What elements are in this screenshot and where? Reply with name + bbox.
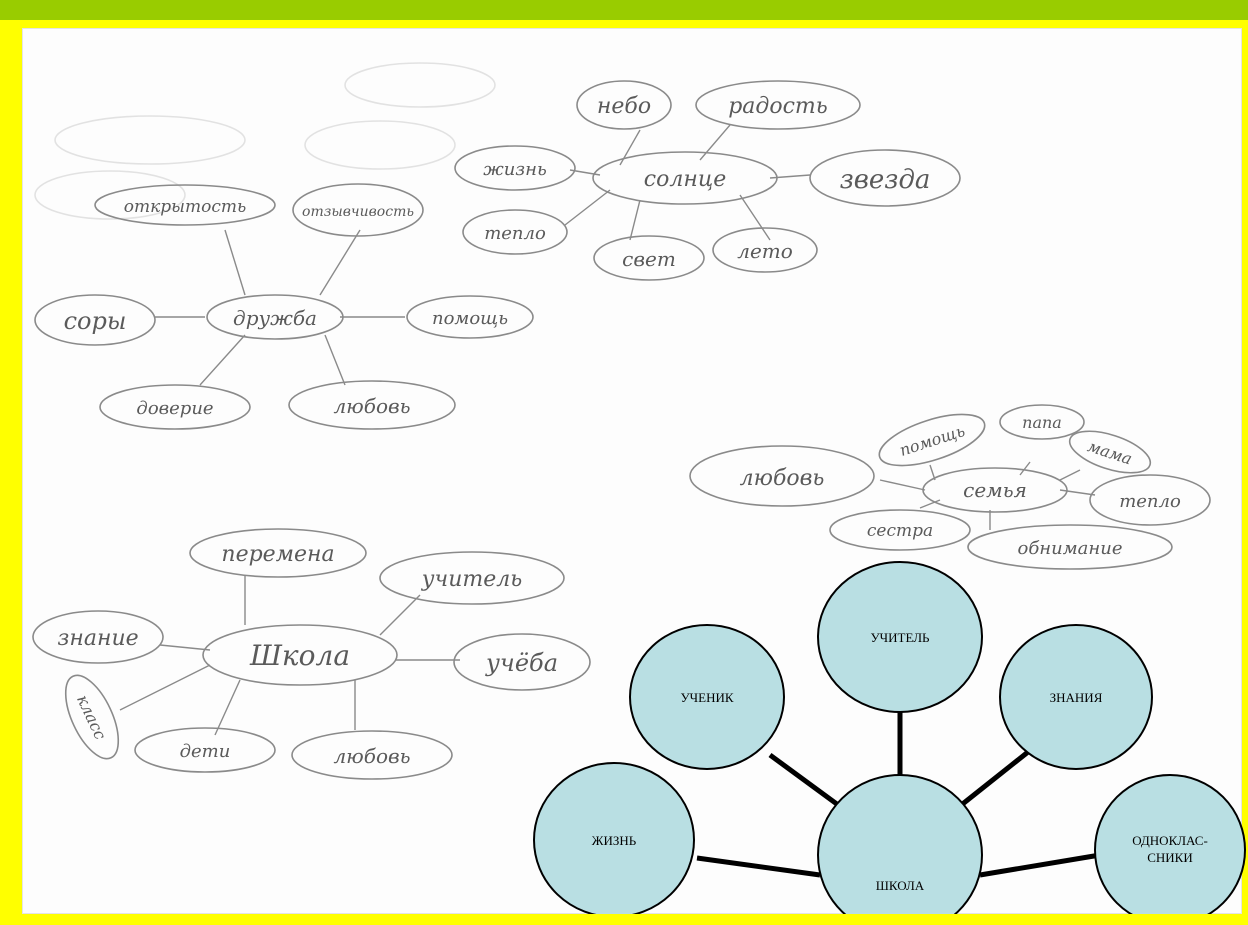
- sketch-word: сестра: [867, 521, 933, 541]
- diagram-center-label: ШКОЛА: [876, 878, 925, 893]
- sketch-word: тепло: [1119, 491, 1181, 512]
- diagram-spoke: [953, 750, 1030, 812]
- diagram-node-label: ЖИЗНЬ: [592, 833, 637, 848]
- sketch-center-label: семья: [963, 478, 1027, 502]
- sketch-word: знание: [57, 626, 138, 651]
- sketch-word: небо: [597, 94, 651, 119]
- sketch-word: открытость: [124, 197, 247, 217]
- sketch-word: обнимание: [1017, 538, 1122, 559]
- sketch-center-label: солнце: [644, 167, 726, 192]
- sketch-word: звезда: [840, 165, 931, 195]
- sketch-word: учёба: [485, 649, 558, 677]
- sketch-word: жизнь: [483, 159, 547, 180]
- diagram-node-label: УЧИТЕЛЬ: [870, 630, 930, 645]
- diagram-node-label: ОДНОКЛАС-: [1132, 833, 1208, 848]
- sketch-word: учитель: [421, 567, 522, 592]
- diagram-node-label: УЧЕНИК: [680, 690, 733, 705]
- sketch-word: любовь: [333, 394, 410, 418]
- diagram-spoke: [979, 852, 1101, 878]
- top-bar: [0, 0, 1248, 20]
- sketch-map-friendship: дружба открытость отзывчивость помощь лю…: [34, 183, 534, 430]
- sketch-word: любовь: [740, 466, 825, 491]
- sketch-word: перемена: [221, 542, 334, 567]
- sketch-word: папа: [1022, 413, 1062, 432]
- diagram-spoke: [696, 855, 821, 878]
- sketch-word: отзывчивость: [302, 204, 414, 220]
- sketch-map-family: семья помощь папа мама тепло обнимание с…: [689, 404, 1211, 570]
- diagram-node-label: СНИКИ: [1147, 850, 1193, 865]
- diagram-node-knowledge: [999, 624, 1153, 770]
- frame-bottom: [0, 914, 1248, 925]
- diagram-node-label: ЗНАНИЯ: [1050, 690, 1103, 705]
- diagram-spoke: [768, 752, 847, 813]
- sketch-word: любовь: [333, 744, 410, 768]
- erased-sketch: [34, 62, 496, 220]
- sketch-center-label: Школа: [249, 639, 350, 672]
- sketch-word: соры: [64, 307, 127, 335]
- sketch-word: доверие: [136, 398, 213, 419]
- sketch-word: лето: [737, 239, 793, 263]
- sketch-word: дети: [180, 741, 231, 762]
- sketch-word: тепло: [484, 223, 546, 244]
- diagram-node-classmates: [1094, 774, 1246, 925]
- sketch-map-sun: солнце небо радость звезда лето свет теп…: [454, 80, 961, 281]
- diagram-node-teacher: [817, 561, 983, 713]
- sketch-word: свет: [622, 247, 676, 271]
- school-diagram: УЧИТЕЛЬ УЧЕНИК ЗНАНИЯ ЖИЗНЬ ОДНОКЛАС- СН…: [533, 561, 1246, 925]
- diagram-node-student: [629, 624, 785, 770]
- sketch-word: помощь: [432, 308, 508, 329]
- sketch-map-school: Школа перемена учитель учёба любовь дети…: [32, 528, 591, 780]
- sketch-word: помощь: [897, 421, 967, 460]
- sketch-center-label: дружба: [233, 306, 317, 330]
- diagram-center-node: [817, 774, 983, 925]
- sketch-word: радость: [728, 94, 828, 119]
